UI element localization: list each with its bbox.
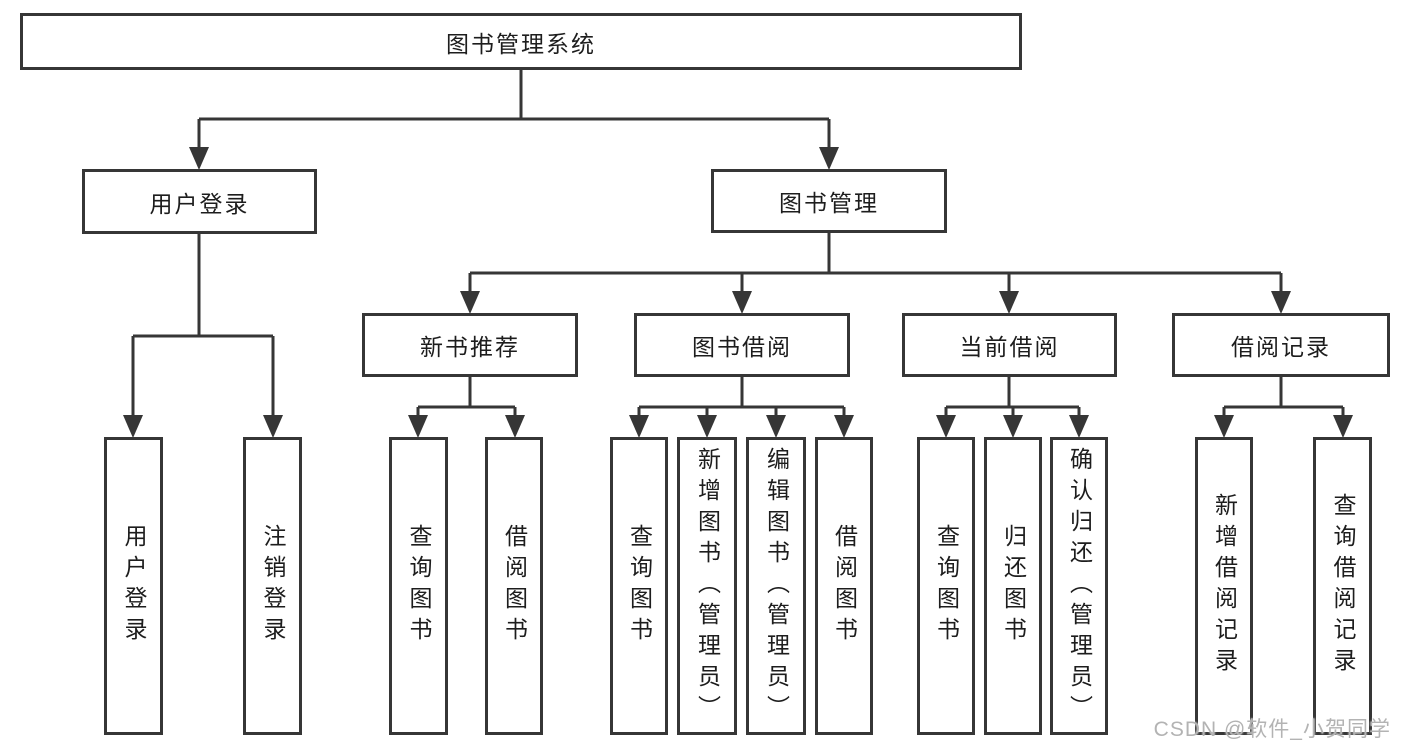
arrowhead-icon [629, 415, 649, 438]
leaf-br-add-record-label: 新增借阅记录 [1211, 493, 1238, 679]
node-root-label: 图书管理系统 [446, 30, 596, 57]
connector-root-to-level2 [189, 69, 839, 170]
arrowhead-icon [999, 291, 1019, 314]
arrowhead-icon [766, 415, 786, 438]
leaf-bb-borrow-books: 借阅图书 [815, 437, 873, 735]
connector-new-book-rec-to-leaves [408, 377, 525, 438]
arrowhead-icon [1333, 415, 1353, 438]
leaf-bb-query-books: 查询图书 [610, 437, 668, 735]
csdn-watermark: CSDN @软件_小贺同学 [1153, 718, 1391, 741]
leaf-cb-confirm-return-admin: 确认归还（管理员） [1050, 437, 1108, 735]
node-root: 图书管理系统 [20, 13, 1022, 70]
leaf-bb-borrow-books-label: 借阅图书 [831, 524, 858, 648]
leaf-nb-query-books-label: 查询图书 [406, 524, 432, 648]
leaf-cb-return-books-label: 归还图书 [1000, 524, 1027, 648]
node-book-mgmt-label: 图书管理 [779, 190, 879, 216]
leaf-cb-query-books: 查询图书 [917, 437, 975, 735]
node-borrow-records-label: 借阅记录 [1231, 334, 1331, 360]
leaf-cb-confirm-return-admin-label: 确认归还（管理员） [1066, 446, 1093, 726]
arrowhead-icon [505, 415, 525, 438]
connector-book-borrow-to-leaves [629, 377, 854, 438]
leaf-br-add-record: 新增借阅记录 [1195, 437, 1253, 735]
leaf-br-query-record: 查询借阅记录 [1313, 437, 1372, 735]
leaf-cb-query-books-label: 查询图书 [933, 524, 960, 648]
leaf-br-query-record-label: 查询借阅记录 [1330, 493, 1356, 679]
leaf-bb-add-books-admin-label: 新增图书（管理员） [694, 446, 721, 726]
leaf-nb-query-books: 查询图书 [389, 437, 448, 735]
arrowhead-icon [819, 147, 839, 170]
node-book-borrow: 图书借阅 [634, 313, 850, 377]
arrowhead-icon [1069, 415, 1089, 438]
node-new-book-rec-label: 新书推荐 [420, 334, 520, 360]
node-borrow-records: 借阅记录 [1172, 313, 1390, 377]
node-current-borrow-label: 当前借阅 [959, 334, 1060, 360]
node-book-borrow-label: 图书借阅 [692, 334, 792, 360]
arrowhead-icon [1271, 291, 1291, 314]
connector-user-login-to-leaves [123, 234, 283, 438]
arrowhead-icon [1003, 415, 1023, 438]
arrowhead-icon [697, 415, 717, 438]
leaf-user-login-label: 用户登录 [121, 524, 147, 648]
connector-current-borrow-to-leaves [936, 377, 1089, 438]
arrowhead-icon [834, 415, 854, 438]
leaf-logout-label: 注销登录 [260, 524, 286, 648]
node-current-borrow: 当前借阅 [902, 313, 1117, 377]
arrowhead-icon [1214, 415, 1234, 438]
arrowhead-icon [189, 147, 209, 170]
arrowhead-icon [732, 291, 752, 314]
node-new-book-rec: 新书推荐 [362, 313, 578, 377]
leaf-nb-borrow-books-label: 借阅图书 [501, 524, 528, 648]
leaf-bb-edit-books-admin-label: 编辑图书（管理员） [763, 446, 790, 726]
leaf-bb-edit-books-admin: 编辑图书（管理员） [746, 437, 806, 735]
arrowhead-icon [263, 415, 283, 438]
leaf-logout: 注销登录 [243, 437, 302, 735]
leaf-user-login: 用户登录 [104, 437, 163, 735]
node-user-login: 用户登录 [82, 169, 317, 234]
leaf-bb-query-books-label: 查询图书 [626, 524, 653, 648]
leaf-nb-borrow-books: 借阅图书 [485, 437, 543, 735]
node-book-mgmt: 图书管理 [711, 169, 947, 233]
arrowhead-icon [460, 291, 480, 314]
leaf-cb-return-books: 归还图书 [984, 437, 1042, 735]
connector-borrow-records-to-leaves [1214, 377, 1353, 438]
arrowhead-icon [123, 415, 143, 438]
leaf-bb-add-books-admin: 新增图书（管理员） [677, 437, 737, 735]
connector-book-mgmt-to-level3 [460, 233, 1291, 314]
arrowhead-icon [408, 415, 428, 438]
node-user-login-label: 用户登录 [149, 190, 250, 217]
arrowhead-icon [936, 415, 956, 438]
